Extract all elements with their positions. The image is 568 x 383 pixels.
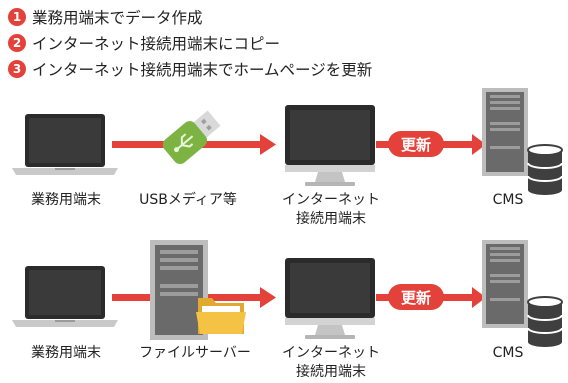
label-internet-terminal: インターネット 接続用端末 — [272, 344, 390, 382]
label-line: インターネット — [282, 345, 380, 361]
file-server-icon — [150, 240, 208, 340]
label-cms: CMS — [492, 192, 524, 208]
label-line: 接続用端末 — [296, 211, 366, 227]
usb-icon — [162, 110, 221, 165]
label-internet-terminal: インターネット 接続用端末 — [272, 191, 390, 229]
database-icon — [527, 296, 563, 347]
step-1: 1 業務用端末でデータ作成 — [8, 6, 203, 28]
label-line: インターネット — [282, 192, 380, 208]
update-badge: 更新 — [388, 131, 444, 157]
step-number-badge: 3 — [8, 60, 26, 78]
step-number-badge: 1 — [8, 8, 26, 26]
step-text: 業務用端末でデータ作成 — [32, 9, 203, 27]
step-3: 3 インターネット接続用端末でホームページを更新 — [8, 58, 372, 80]
label-business-terminal: 業務用端末 — [31, 192, 101, 208]
update-badge: 更新 — [388, 284, 444, 310]
label-usb-media: USBメディア等 — [139, 192, 237, 208]
folder-icon — [196, 298, 246, 334]
step-2: 2 インターネット接続用端末にコピー — [8, 32, 280, 54]
monitor-icon — [285, 258, 375, 339]
label-business-terminal: 業務用端末 — [31, 345, 101, 361]
server-icon — [482, 88, 528, 176]
laptop-icon — [12, 114, 118, 175]
step-text: インターネット接続用端末でホームページを更新 — [32, 61, 373, 79]
server-icon — [482, 240, 528, 328]
database-icon — [527, 144, 563, 195]
label-line: 接続用端末 — [296, 364, 366, 380]
laptop-icon — [12, 266, 118, 327]
label-cms: CMS — [492, 345, 524, 361]
step-text: インターネット接続用端末にコピー — [32, 35, 281, 53]
label-file-server: ファイルサーバー — [139, 345, 251, 361]
step-number-badge: 2 — [8, 34, 26, 52]
monitor-icon — [285, 105, 375, 186]
